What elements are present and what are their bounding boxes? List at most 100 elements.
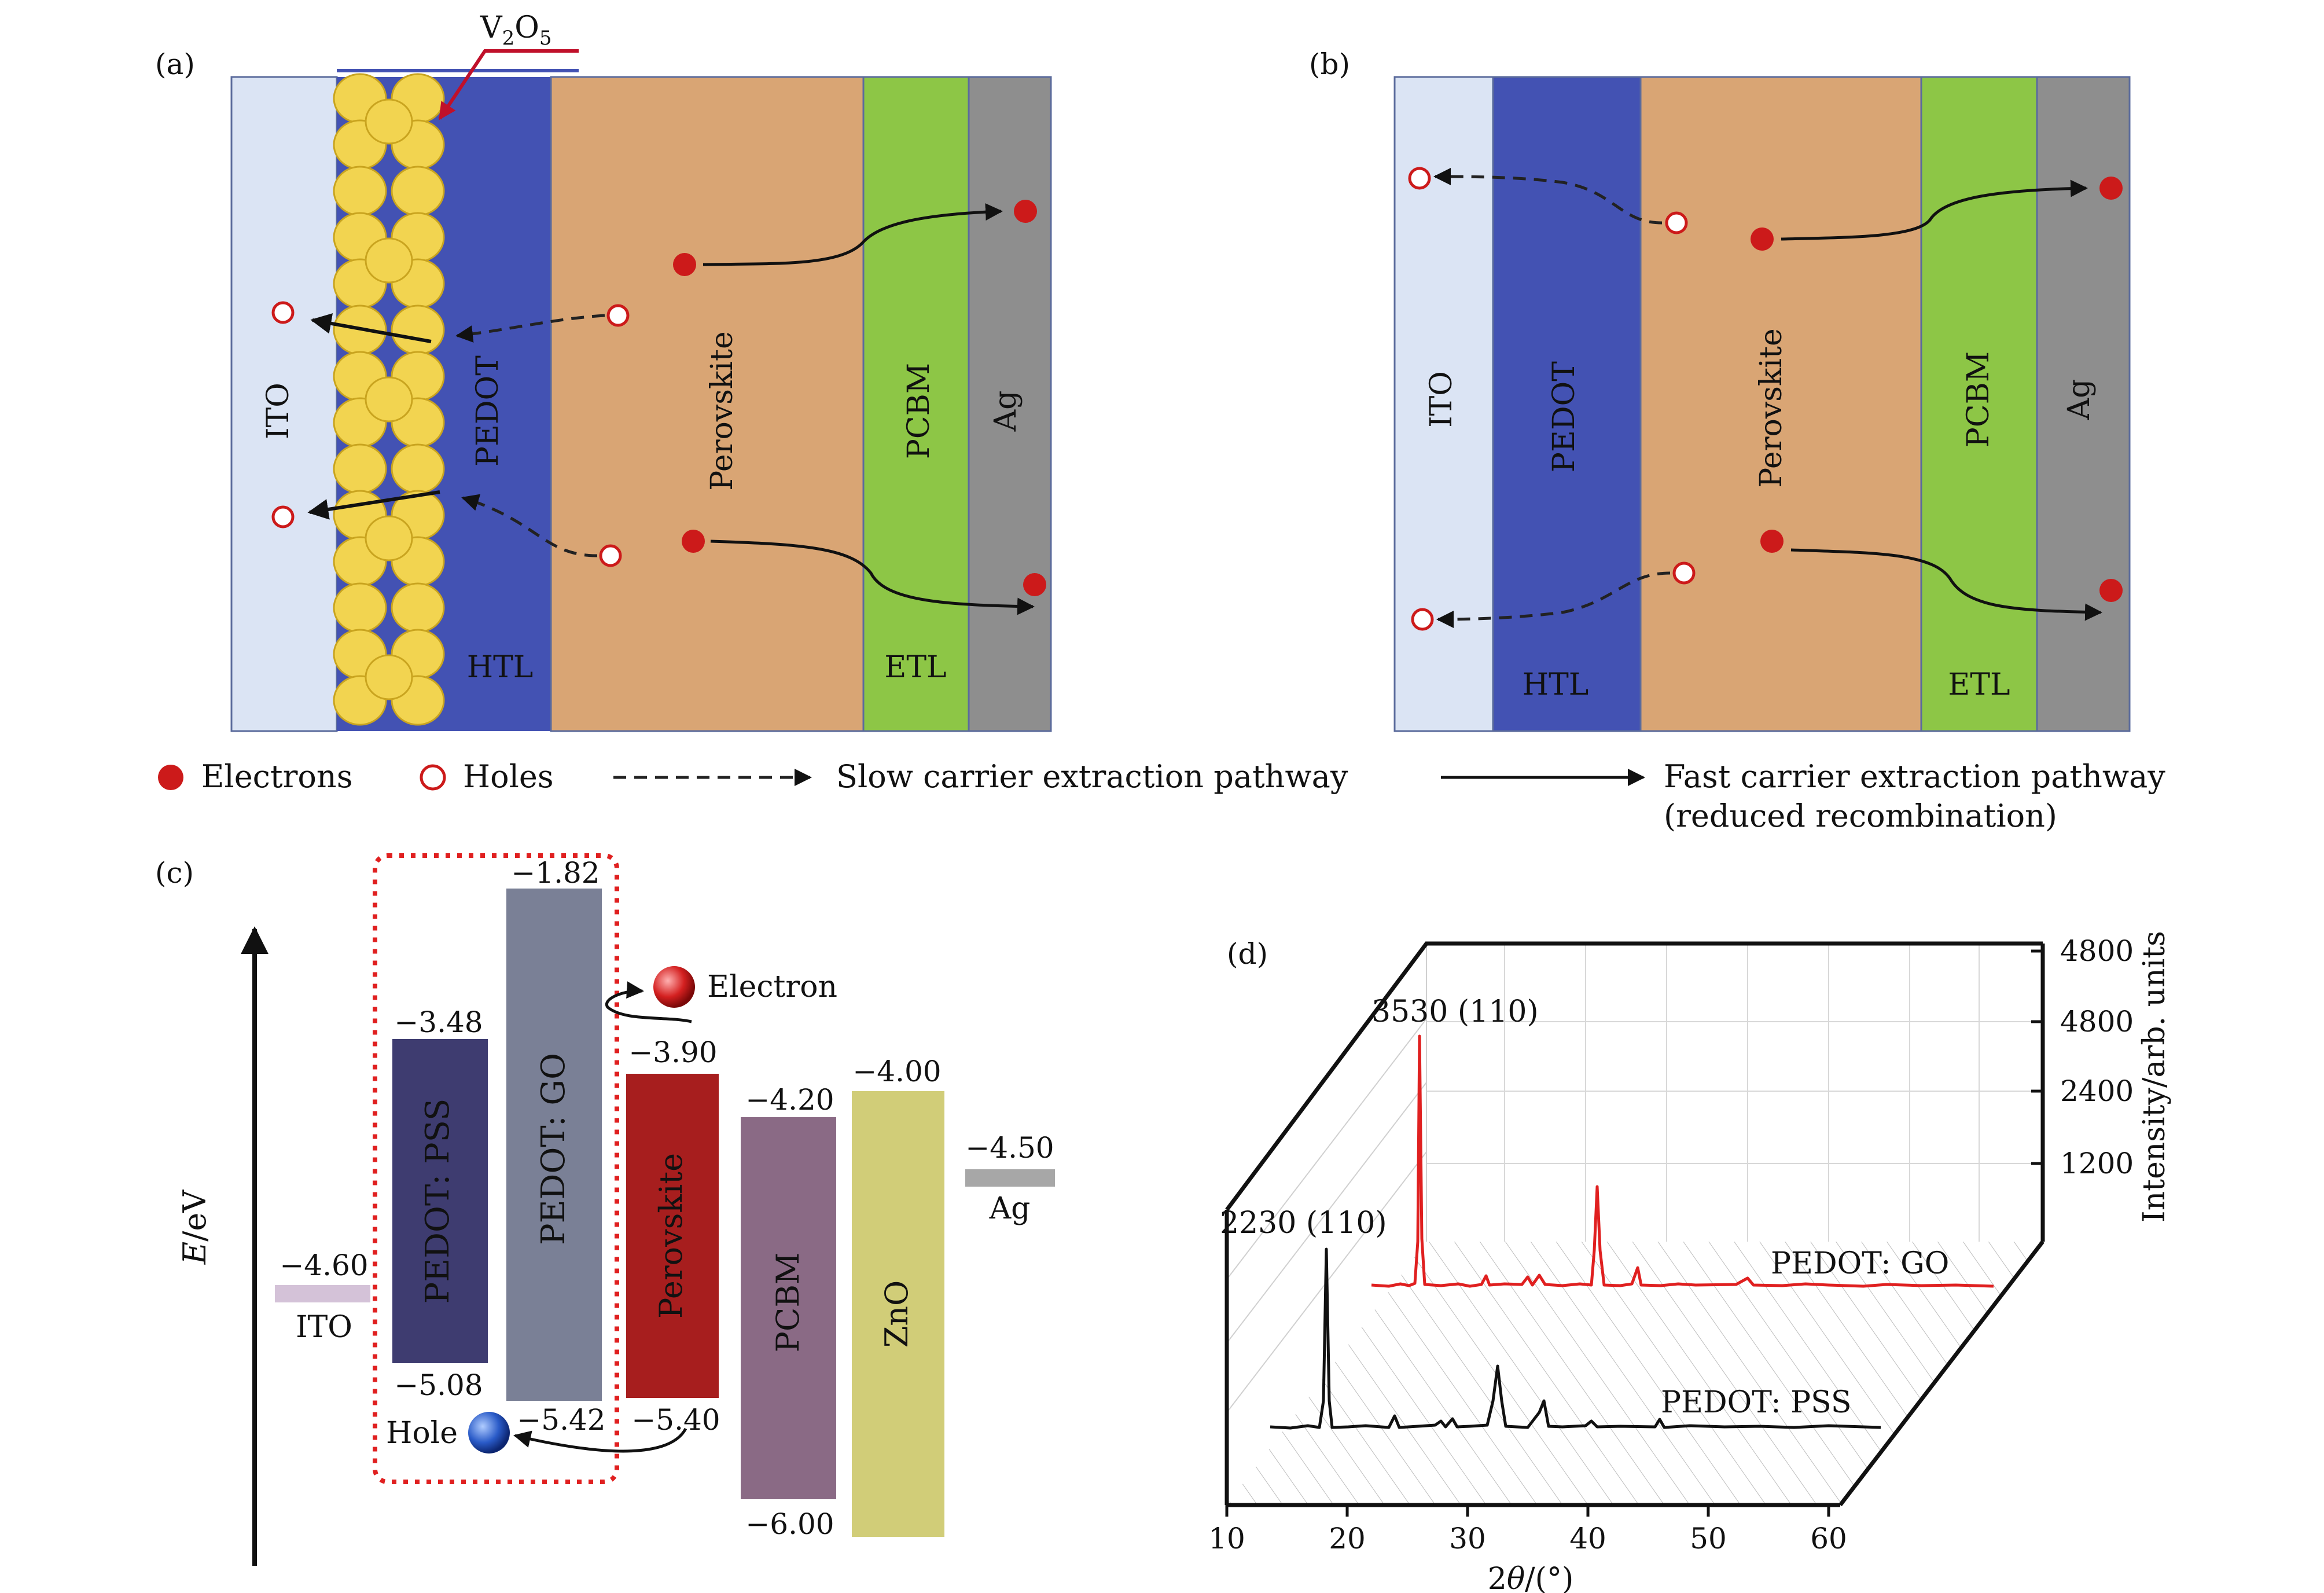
series-go-curve — [1371, 1034, 1994, 1288]
legend-slow: Slow carrier extraction pathway — [836, 758, 1348, 795]
electron — [673, 253, 696, 276]
y-axis-label: Intensity/arb. units — [2137, 931, 2172, 1223]
layer-ag — [968, 76, 1052, 732]
slow-path — [1433, 168, 1663, 225]
hole — [1411, 608, 1434, 631]
htl-label: HTL — [1523, 667, 1589, 702]
z-tick-label: 4800 — [2060, 1005, 2134, 1038]
slow-path — [455, 314, 605, 343]
x-tick-label: 30 — [1449, 1522, 1486, 1555]
electron-arrow — [605, 981, 692, 1023]
pedot-label: PEDOT — [470, 355, 505, 467]
hole-arrow — [513, 1427, 687, 1453]
series-pss-curve — [1270, 1247, 1881, 1430]
pedot-pss-box — [392, 1039, 488, 1363]
ito-level: −4.60 — [280, 1249, 368, 1282]
ito-label: ITO — [1424, 371, 1459, 428]
back-grid — [1426, 944, 2043, 1242]
electron — [1014, 200, 1037, 223]
legend-fast-line2: (reduced recombination) — [1664, 798, 2057, 834]
ag-bar — [965, 1169, 1055, 1187]
pcbm-name: PCBM — [770, 1253, 806, 1353]
highlight-box — [373, 853, 619, 1484]
hole-label: Hole — [386, 1416, 458, 1451]
peak-pss-label: 2230 (110) — [1220, 1206, 1387, 1240]
hole — [271, 301, 295, 324]
layer-pedot — [1492, 76, 1642, 732]
z-tick-label: 4800 — [2060, 934, 2134, 968]
fast-path — [703, 203, 1003, 266]
panel-d: (d) — [1208, 931, 2172, 1593]
pedot-label: PEDOT — [1547, 361, 1582, 472]
x-tick-label: 40 — [1569, 1522, 1606, 1555]
legend-electron-marker — [158, 765, 183, 790]
electron-sphere — [653, 966, 695, 1008]
panel-d-label: (d) — [1227, 937, 1268, 971]
electron — [2099, 579, 2123, 602]
perovskite-top: −3.90 — [628, 1036, 717, 1069]
x-tick-label: 10 — [1208, 1522, 1245, 1555]
series-pss-label: PEDOT: PSS — [1661, 1385, 1851, 1420]
panel-a-label: (a) — [155, 47, 195, 81]
panel-b: (b) ITO PEDOT Perovskite PCBM Ag HTL ETL — [1309, 47, 2131, 732]
floor — [1227, 1242, 2043, 1505]
pedot-go-top: −1.82 — [511, 856, 600, 890]
zno-name: ZnO — [878, 1280, 915, 1348]
perovskite-label: Perovskite — [1754, 328, 1789, 487]
ag-label: Ag — [2062, 379, 2097, 421]
v2o5-pointer — [438, 49, 579, 120]
hole — [1672, 561, 1696, 585]
x-tick-label: 20 — [1329, 1522, 1366, 1555]
panel-c: (c) E/eV −4.60 ITO −3.48 −5.08 PEDOT: PS… — [155, 853, 1055, 1566]
pcbm-bottom: −6.00 — [745, 1507, 834, 1541]
ito-label: ITO — [261, 383, 296, 439]
perovskite-bottom: −5.40 — [631, 1403, 720, 1437]
fast-path — [307, 490, 440, 520]
pedot-go-box — [506, 889, 602, 1401]
z-ticks — [2031, 949, 2043, 1165]
v2o5-particles — [333, 73, 445, 726]
perovskite-label: Perovskite — [705, 331, 740, 490]
ag-label: Ag — [988, 391, 1023, 432]
peak-go-label: 3530 (110) — [1371, 994, 1539, 1029]
pcbm-label: PCBM — [902, 363, 936, 459]
zno-box — [852, 1091, 944, 1537]
legend-holes: Holes — [463, 758, 554, 795]
perovskite-box — [626, 1074, 719, 1398]
slow-path — [1436, 571, 1671, 628]
pcbm-box — [741, 1117, 836, 1499]
v2o5-label: V2O5 — [480, 10, 551, 50]
legend-electrons: Electrons — [201, 758, 352, 795]
perovskite-name: Perovskite — [653, 1153, 689, 1319]
electron-label: Electron — [707, 970, 837, 1004]
x-ticks — [1225, 1505, 1830, 1517]
legend: Electrons Holes Slow carrier extraction … — [158, 758, 2165, 834]
fast-path — [310, 313, 432, 343]
electron — [1023, 573, 1046, 596]
frame-top — [1225, 941, 2043, 1212]
hole — [599, 544, 622, 567]
pedot-pss-bottom: −5.08 — [394, 1368, 483, 1402]
energy-axis-label: E/eV — [176, 1190, 213, 1265]
back-wall — [1426, 944, 2043, 1242]
hole-sphere — [468, 1412, 510, 1453]
pcbm-label: PCBM — [1961, 351, 1996, 447]
ag-level: −4.50 — [965, 1131, 1054, 1165]
electron — [1751, 227, 1774, 251]
z-tick-label: 2400 — [2060, 1074, 2134, 1108]
series-go-label: PEDOT: GO — [1771, 1246, 1949, 1281]
fast-path — [1790, 548, 2102, 621]
pedot-pss-top: −3.48 — [394, 1005, 483, 1039]
hole — [1408, 167, 1431, 190]
ito-bar — [275, 1285, 370, 1302]
electron — [682, 530, 705, 553]
legend-hole-marker — [420, 764, 446, 791]
x-tick-label: 50 — [1690, 1522, 1727, 1555]
x-axis-label: 2θ/(°) — [1488, 1562, 1574, 1593]
etl-label: ETL — [1948, 667, 2010, 702]
panel-b-label: (b) — [1309, 47, 1350, 81]
pedot-pss-name: PEDOT: PSS — [419, 1099, 457, 1304]
pedot-go-bottom: −5.42 — [517, 1403, 605, 1437]
ito-name: ITO — [296, 1310, 352, 1345]
